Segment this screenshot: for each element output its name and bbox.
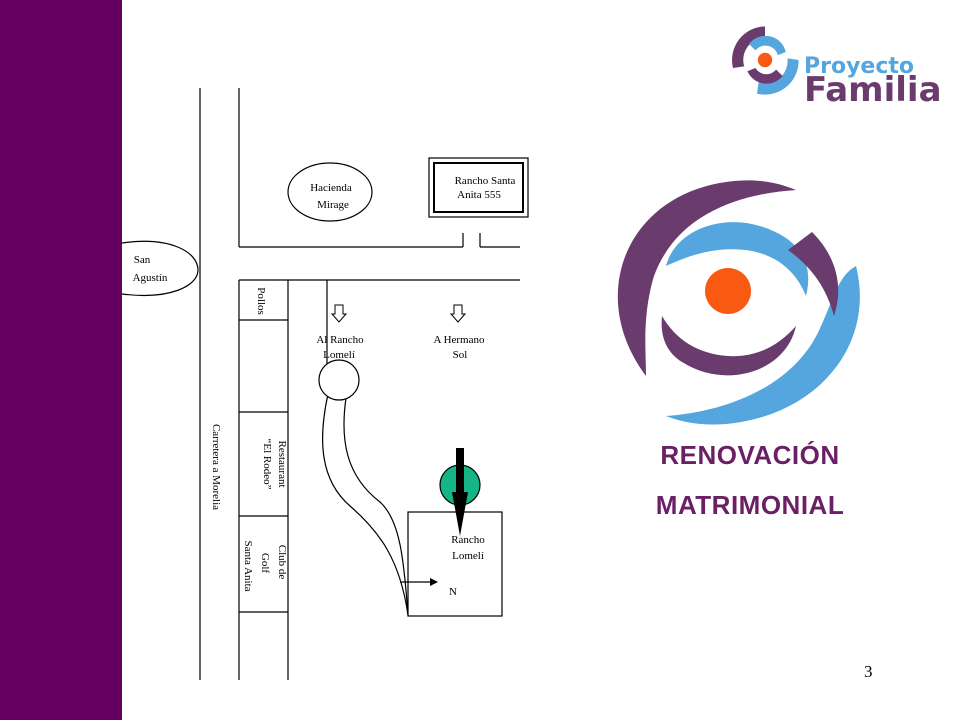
label-a-hermano-2: Sol <box>453 349 468 361</box>
label-rancho-santa-anita-2: Anita 555 <box>457 189 501 201</box>
label-club-golf-3: Santa Anita <box>242 540 254 591</box>
title-line-1: RENOVACIÓN <box>660 440 840 470</box>
label-hacienda-1: Hacienda <box>310 182 352 194</box>
swirl-logo-icon <box>732 26 799 95</box>
label-club-golf-1: Club de <box>276 545 288 580</box>
brand-logo: Proyecto Familia <box>724 20 944 110</box>
label-restaurant-2: “El Rodeo” <box>261 438 273 489</box>
side-band <box>0 0 122 720</box>
title-line-2: MATRIMONIAL <box>655 490 845 520</box>
label-north: N <box>449 586 457 598</box>
swirl-graphic <box>617 180 860 425</box>
label-san-agustin-2: Agustín <box>133 272 168 284</box>
label-pollos: Pollos <box>255 287 267 315</box>
label-hacienda-2: Mirage <box>317 199 349 211</box>
orange-center-dot <box>705 268 751 314</box>
label-rancho-lomeli-2: Lomelí <box>452 550 484 562</box>
label-restaurant-1: Restaurant <box>276 440 288 487</box>
label-club-golf-2: Golf <box>259 553 271 574</box>
label-al-rancho-1: Al Rancho <box>316 334 364 346</box>
down-arrow-icon <box>330 304 467 323</box>
label-a-hermano-1: A Hermano <box>433 334 485 346</box>
label-rancho-santa-anita-1: Rancho Santa <box>455 175 516 187</box>
label-al-rancho-2: Lomelí <box>323 349 355 361</box>
brand-name-line-2: Familia <box>804 70 942 110</box>
label-carretera: Carretera a Morelia <box>210 424 222 510</box>
page-number: 3 <box>864 662 873 681</box>
north-arrow-icon <box>452 448 468 536</box>
label-rancho-lomeli-1: Rancho <box>451 534 485 546</box>
brand-name-line-1: Proyecto <box>804 54 915 79</box>
label-san-agustin-1: San <box>134 254 151 266</box>
